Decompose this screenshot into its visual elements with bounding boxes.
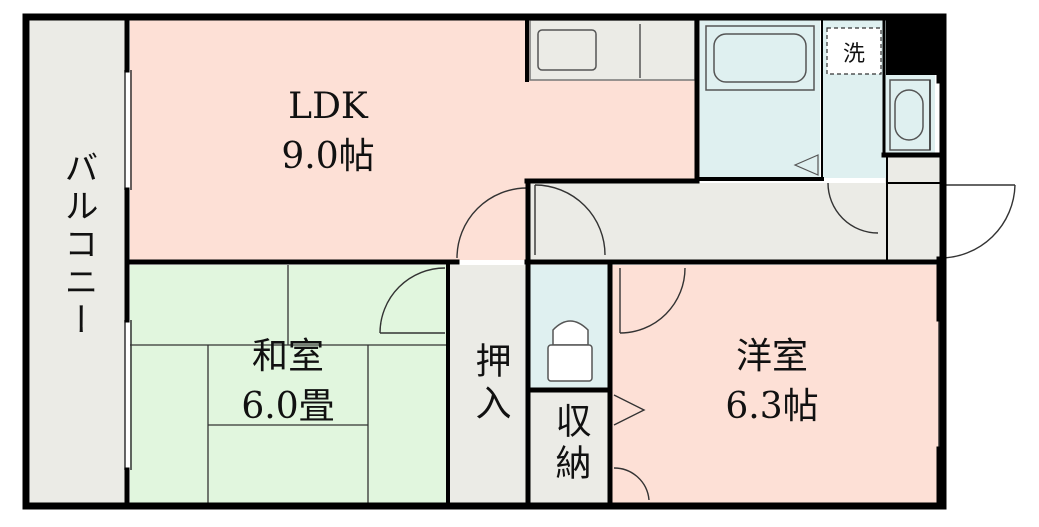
ldk-door-swing xyxy=(456,187,528,259)
bath-drain-icon xyxy=(793,154,819,176)
bath-floor xyxy=(700,20,820,178)
oshiire-floor xyxy=(450,265,527,503)
shaft-block xyxy=(886,20,940,75)
shuno-floor xyxy=(530,392,608,503)
walls xyxy=(22,13,947,510)
washitsu-floor xyxy=(130,265,448,503)
entry-floor xyxy=(885,155,940,260)
toilet-icon xyxy=(547,320,593,382)
balcony-floor xyxy=(30,20,125,503)
hall-door-swing xyxy=(534,184,606,256)
youshitsu-name: 洋室 xyxy=(736,336,808,377)
kitchen-counter xyxy=(529,19,696,81)
bathtub-icon xyxy=(705,25,815,91)
kitchen-sink-icon xyxy=(537,24,641,78)
washer-icon: 洗 xyxy=(826,27,882,75)
washer-label: 洗 xyxy=(843,42,865,67)
shuno-door-swing-2 xyxy=(613,467,650,501)
entrance-door-swing xyxy=(939,184,1016,259)
oshiire-label: 押入 xyxy=(470,342,511,426)
tatami-lines xyxy=(130,265,448,503)
ldk-size: 9.0帖 xyxy=(281,136,374,177)
youshitsu-floor xyxy=(612,265,940,503)
ldk-name: LDK xyxy=(288,86,369,127)
washitsu-size: 6.0畳 xyxy=(241,386,334,427)
youshitsu-size: 6.3帖 xyxy=(725,386,818,427)
shuno-door-swing-1 xyxy=(613,394,646,426)
balcony-label: バルコニー xyxy=(58,150,98,340)
washitsu-door-swing xyxy=(379,267,446,334)
wc-basin-area xyxy=(887,75,935,155)
washitsu-name: 和室 xyxy=(252,336,324,377)
wash-door-swing xyxy=(827,182,879,234)
youshitsu-door-swing xyxy=(619,267,686,334)
shuno-label: 収納 xyxy=(550,402,591,486)
door-swings xyxy=(379,182,1016,501)
hallway-floor xyxy=(530,183,940,260)
